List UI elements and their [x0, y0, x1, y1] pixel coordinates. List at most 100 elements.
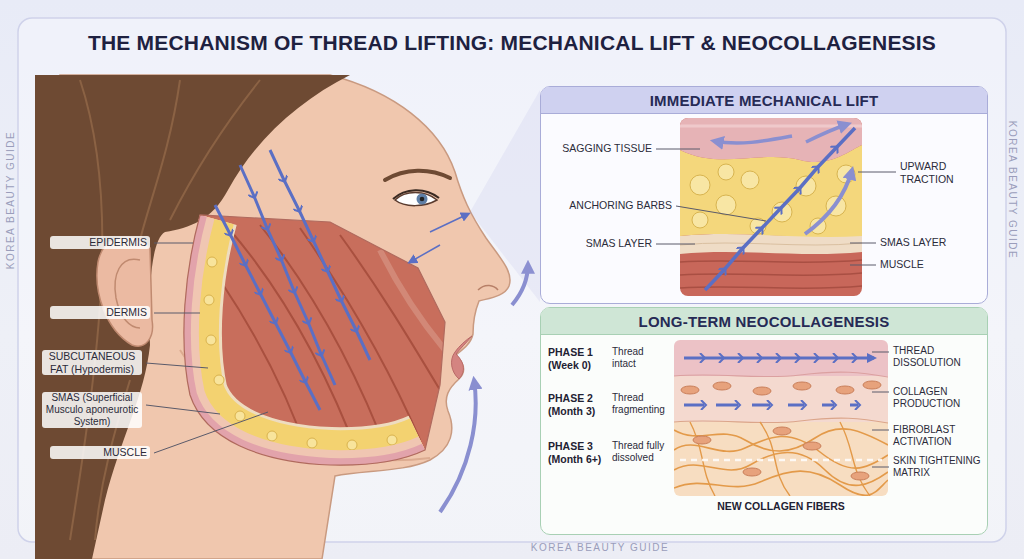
panel-heading: IMMEDIATE MECHANICAL LIFT — [541, 87, 987, 114]
phase-label: PHASE 2 (Month 3) — [548, 392, 610, 417]
phase-note: Thread fragmenting — [612, 392, 670, 416]
face-illustration — [417, 194, 428, 205]
leader-line — [872, 430, 889, 431]
leader-line — [154, 412, 268, 453]
caption-label: NEW COLLAGEN FIBERS — [681, 500, 881, 513]
leader-line — [656, 244, 695, 245]
collagen-closeup — [822, 404, 834, 407]
lifting-thread — [215, 205, 320, 410]
lifting-thread — [410, 245, 440, 262]
lift-closeup — [680, 243, 862, 245]
lifting-thread — [215, 150, 468, 410]
layer-label: DERMIS — [50, 306, 150, 319]
leader-line — [146, 243, 268, 453]
panel: IMMEDIATE MECHANICAL LIFT — [540, 86, 988, 304]
panel-ground — [540, 86, 988, 304]
leader-line — [154, 243, 193, 244]
collagen-closeup — [674, 372, 888, 377]
collagen-closeup — [681, 386, 699, 394]
leader-line — [154, 313, 200, 314]
skin-cutaway — [206, 335, 216, 345]
collagen-closeup — [793, 382, 811, 390]
collagen-closeup — [674, 340, 888, 376]
zoom-wedge — [470, 90, 540, 302]
lifting-thread — [270, 150, 370, 360]
skin-cutaway — [267, 431, 277, 441]
face-illustration — [385, 171, 450, 180]
face-illustration — [35, 75, 510, 559]
part-label: ANCHORING BARBS — [554, 199, 672, 212]
skin-cutaway — [214, 375, 224, 385]
skin-cutaway — [307, 438, 317, 448]
layer-label: EPIDERMIS — [50, 236, 150, 249]
leader-line — [676, 206, 766, 221]
collagen-closeup — [850, 404, 858, 407]
panel-ground — [540, 307, 988, 535]
lift-closeup — [680, 118, 862, 296]
collagen-closeup — [760, 422, 790, 496]
lift-closeup — [805, 170, 852, 234]
collagen-closeup — [836, 386, 854, 394]
collagen-closeup — [713, 382, 731, 390]
lift-closeup — [680, 118, 862, 296]
skin-cutaway — [347, 440, 357, 450]
leader-line — [656, 149, 896, 265]
phase-note: Thread fully dissolved — [612, 440, 670, 464]
skin-cutaway — [207, 257, 217, 267]
collagen-closeup — [773, 427, 791, 435]
lift-closeup — [680, 260, 862, 262]
collagen-closeup — [674, 340, 888, 496]
collagen-closeup — [716, 404, 738, 407]
face-illustration — [420, 197, 425, 202]
watermark: KOREA BEAUTY GUIDE — [531, 542, 670, 554]
lift-closeup — [680, 118, 862, 162]
leader-line — [146, 405, 220, 414]
part-label: MUSCLE — [880, 258, 980, 271]
collagen-closeup — [753, 387, 771, 395]
lift-arrow — [440, 264, 528, 512]
lift-closeup — [680, 118, 862, 296]
skin-cutaway — [387, 435, 397, 445]
leader-line — [872, 392, 889, 393]
skin-cutaway — [340, 235, 440, 390]
collagen-closeup — [788, 404, 804, 407]
process-label: THREAD DISSOLUTION — [893, 345, 983, 369]
collagen-closeup — [674, 422, 888, 496]
collagen-closeup — [752, 404, 770, 407]
process-label: COLLAGEN PRODUCTION — [893, 386, 983, 410]
phase-note: Thread intact — [612, 346, 670, 370]
collagen-closeup — [674, 376, 888, 422]
lifting-thread — [430, 214, 468, 232]
face-illustration — [140, 80, 180, 240]
lift-closeup — [690, 175, 710, 195]
lift-closeup — [692, 212, 708, 228]
lift-arrow — [440, 380, 476, 512]
watermark: KOREA BEAUTY GUIDE — [5, 131, 17, 270]
face-illustration — [478, 285, 498, 290]
leader-line — [850, 243, 876, 244]
leader-line — [858, 172, 896, 173]
part-label: UPWARD TRACTION — [900, 160, 980, 185]
collagen-closeup — [840, 422, 870, 496]
phase-label: PHASE 1 (Week 0) — [548, 346, 610, 371]
collagen-closeup — [693, 436, 711, 444]
collagen-closeup — [851, 472, 869, 480]
watermark: KOREA BEAUTY GUIDE — [1006, 121, 1018, 260]
collagen-closeup — [743, 468, 761, 476]
part-label: SMAS LAYER — [880, 236, 980, 249]
face-illustration — [97, 237, 153, 346]
skin-cutaway — [204, 295, 214, 305]
zoom-wedge — [470, 90, 540, 302]
lift-closeup — [714, 136, 792, 143]
panel-heading: LONG-TERM NEOCOLLAGENESIS — [541, 308, 987, 335]
layer-label: SMAS (Superficial Musculo aponeurotic Sy… — [42, 392, 142, 428]
leader-line — [850, 265, 876, 266]
process-label: SKIN TIGHTENING MATRIX — [893, 455, 983, 479]
part-label: SMAS LAYER — [552, 237, 652, 250]
leader-line — [872, 467, 889, 468]
lift-closeup — [680, 234, 862, 254]
part-label: SAGGING TISSUE — [552, 142, 652, 155]
layer-label: SUBCUTANEOUS FAT (Hypodermis) — [42, 350, 142, 375]
